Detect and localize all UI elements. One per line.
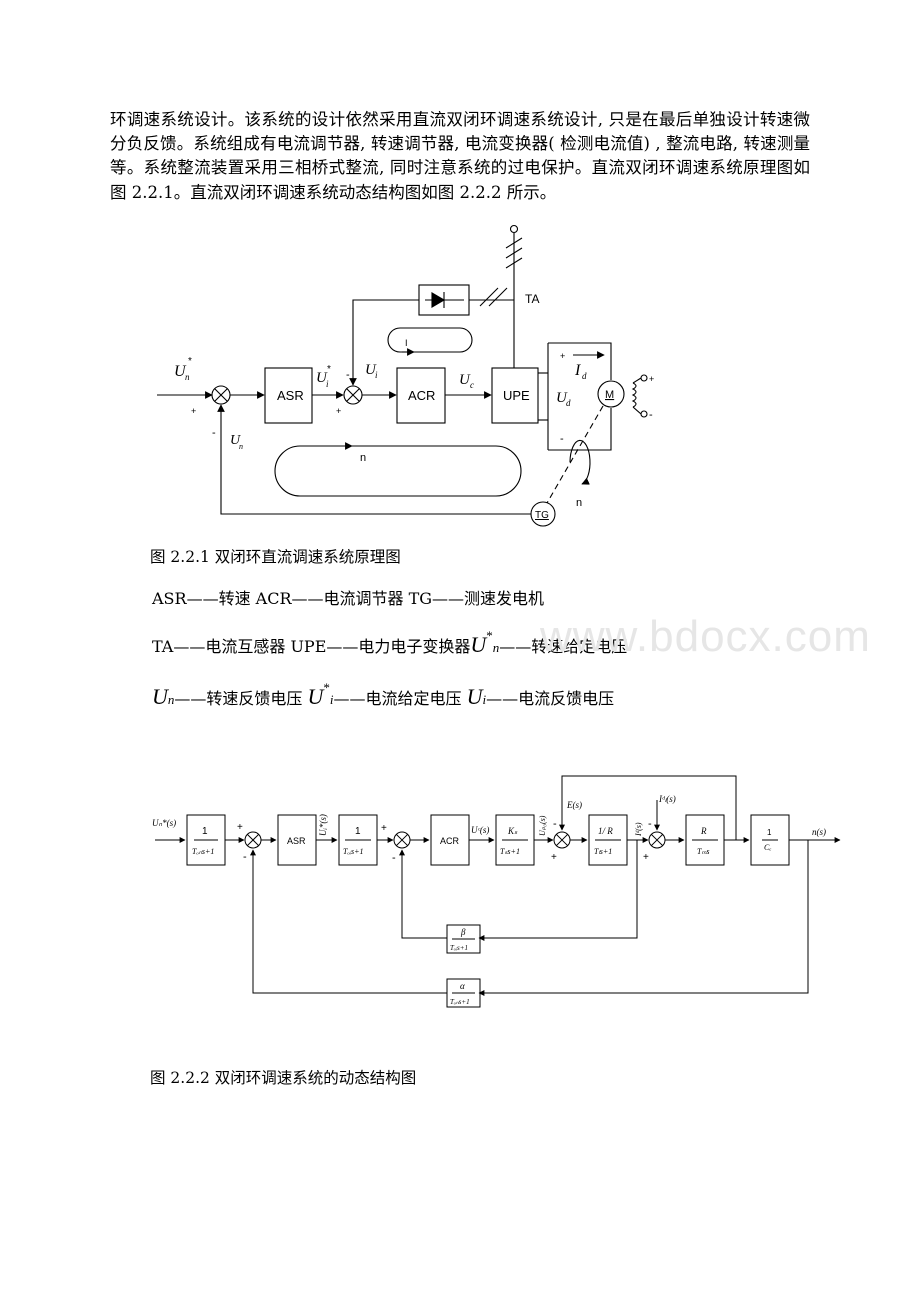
- svg-text:Tₒᵢs+1: Tₒᵢs+1: [450, 944, 468, 952]
- svg-text:1: 1: [355, 826, 361, 837]
- svg-text:+: +: [381, 823, 387, 834]
- output-label: n(s): [812, 827, 826, 837]
- dynamic-structure-diagram: Uₙ*(s) n(s) 1 Tₒₙs+1 ASR 1 Tₒᵢs+1 ACR Kₛ…: [152, 775, 841, 1008]
- ud-label: U: [556, 390, 568, 406]
- svg-text:i: i: [326, 379, 329, 389]
- rotation-label: n: [576, 497, 582, 509]
- svg-text:-: -: [212, 427, 216, 439]
- legend-line-1: ASR——转速 ACR——电流调节器 TG——测速发电机: [152, 589, 545, 608]
- svg-text:1: 1: [767, 828, 772, 837]
- un-label: U: [230, 433, 241, 448]
- uc-s-label: Uᶜ(s): [471, 825, 489, 835]
- input-label: Uₙ*(s): [152, 818, 176, 828]
- id-s-label: Iᵈ(s): [634, 822, 643, 837]
- beta-block: [446, 924, 481, 954]
- svg-text:+: +: [643, 852, 649, 863]
- ui-label: U: [365, 362, 377, 378]
- uc-label: U: [459, 372, 471, 388]
- svg-text:Tₘs: Tₘs: [697, 847, 710, 856]
- svg-text:d: d: [582, 371, 587, 381]
- figure2-caption: 图 2.2.2 双闭环调速系统的动态结构图: [150, 1069, 417, 1087]
- svg-text:Tₗs+1: Tₗs+1: [594, 847, 612, 856]
- principle-diagram: ASR ACR UPE M TG TA U n * U i * U i U c …: [157, 224, 654, 527]
- svg-text:Tₛs+1: Tₛs+1: [500, 847, 520, 856]
- svg-text:*: *: [327, 364, 331, 375]
- svg-text:*: *: [188, 356, 192, 367]
- svg-text:Tₒₙs+1: Tₒₙs+1: [192, 847, 214, 856]
- svg-text:n: n: [239, 442, 243, 451]
- svg-text:c: c: [470, 380, 474, 390]
- svg-text:-: -: [392, 852, 396, 864]
- svg-text:+: +: [649, 374, 654, 384]
- idl-s-label: Iᵈₗ(s): [658, 794, 676, 804]
- ta-label: TA: [525, 292, 539, 306]
- acr-label: ACR: [408, 388, 435, 403]
- svg-text:ASR: ASR: [287, 836, 306, 846]
- svg-text:R: R: [700, 826, 707, 836]
- un-star-label: U: [174, 363, 187, 380]
- svg-text:+: +: [237, 822, 243, 833]
- svg-text:-: -: [649, 409, 653, 421]
- ui-star-s-label: Uᵢ*(s): [318, 814, 328, 836]
- svg-text:Kₛ: Kₛ: [507, 826, 518, 836]
- current-loop-label: I: [405, 338, 408, 348]
- svg-text:β: β: [460, 927, 466, 937]
- svg-text:n: n: [185, 372, 190, 382]
- svg-text:-: -: [648, 818, 652, 830]
- upe-block: [491, 367, 539, 424]
- svg-text:d: d: [566, 398, 571, 408]
- ui-star-label: U: [316, 370, 328, 386]
- tg-label: TG: [535, 510, 549, 521]
- ud0-s-label: Uₚ₀(s): [538, 815, 547, 836]
- upe-label: UPE: [503, 388, 530, 403]
- intro-paragraph: 环调速系统设计。该系统的设计依然采用直流双闭环调速系统设计, 只是在最后单独设计…: [110, 110, 810, 202]
- id-label: I: [574, 362, 581, 379]
- svg-text:+: +: [560, 351, 565, 361]
- e-s-label: E(s): [566, 800, 582, 810]
- svg-text:Cₑ: Cₑ: [764, 843, 771, 852]
- svg-text:-: -: [553, 818, 557, 830]
- svg-text:+: +: [191, 406, 196, 416]
- svg-text:-: -: [243, 851, 247, 863]
- speed-loop-label: n: [360, 452, 366, 464]
- legend-line-2: TA——电流互感器 UPE——电力电子变换器U*n——转速给定电压: [152, 628, 628, 657]
- asr-label: ASR: [277, 388, 304, 403]
- watermark: www.bdocx.com: [540, 612, 871, 661]
- svg-text:ACR: ACR: [440, 836, 460, 846]
- svg-text:Tₒₙs+1: Tₒₙs+1: [450, 998, 470, 1006]
- motor-label: M: [605, 389, 614, 401]
- svg-text:+: +: [336, 406, 341, 416]
- svg-text:i: i: [375, 370, 378, 380]
- motor: [597, 380, 625, 408]
- svg-text:-: -: [560, 433, 564, 445]
- svg-text:1/ R: 1/ R: [598, 826, 613, 836]
- legend-line-3: Un——转速反馈电压 U*i——电流给定电压 Ui——电流反馈电压: [152, 680, 615, 709]
- svg-text:+: +: [551, 852, 557, 863]
- svg-text:-: -: [346, 369, 350, 381]
- figure1-caption: 图 2.2.1 双闭环直流调速系统原理图: [150, 548, 401, 566]
- svg-text:Tₒᵢs+1: Tₒᵢs+1: [343, 847, 364, 856]
- svg-text:1: 1: [202, 826, 208, 837]
- svg-text:α: α: [460, 981, 465, 991]
